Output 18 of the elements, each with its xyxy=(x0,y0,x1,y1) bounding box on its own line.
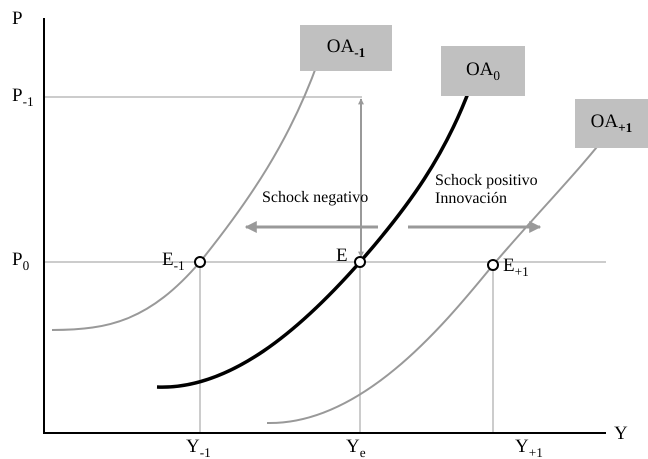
curve-label: OA$_{-1}$ xyxy=(326,36,366,60)
shock-label: Schock negativo xyxy=(262,189,368,208)
point-label: E$_{+1}$ xyxy=(503,256,529,278)
curve-label-box xyxy=(575,99,648,148)
curve-label: OA$_{+1}$ xyxy=(590,111,632,136)
axis-label: Y xyxy=(614,424,628,443)
shock-label: Schock positivo Innovación xyxy=(435,172,539,209)
output-label: Y$_{-1}$ xyxy=(186,437,211,459)
axis-label: P xyxy=(12,9,23,28)
curve-label: OA$_{0}$ xyxy=(466,58,500,84)
curve-label-box xyxy=(441,46,525,96)
price-label: P$_{-1}$ xyxy=(12,86,34,108)
point-label: E$_{-1}$ xyxy=(162,250,185,272)
point-label: E xyxy=(336,246,348,265)
output-label: Y$_{+1}$ xyxy=(515,437,543,459)
curve-label-box xyxy=(300,25,392,71)
price-label: P$_{0}$ xyxy=(12,250,30,272)
output-label: Y$_{e}$ xyxy=(346,437,366,459)
